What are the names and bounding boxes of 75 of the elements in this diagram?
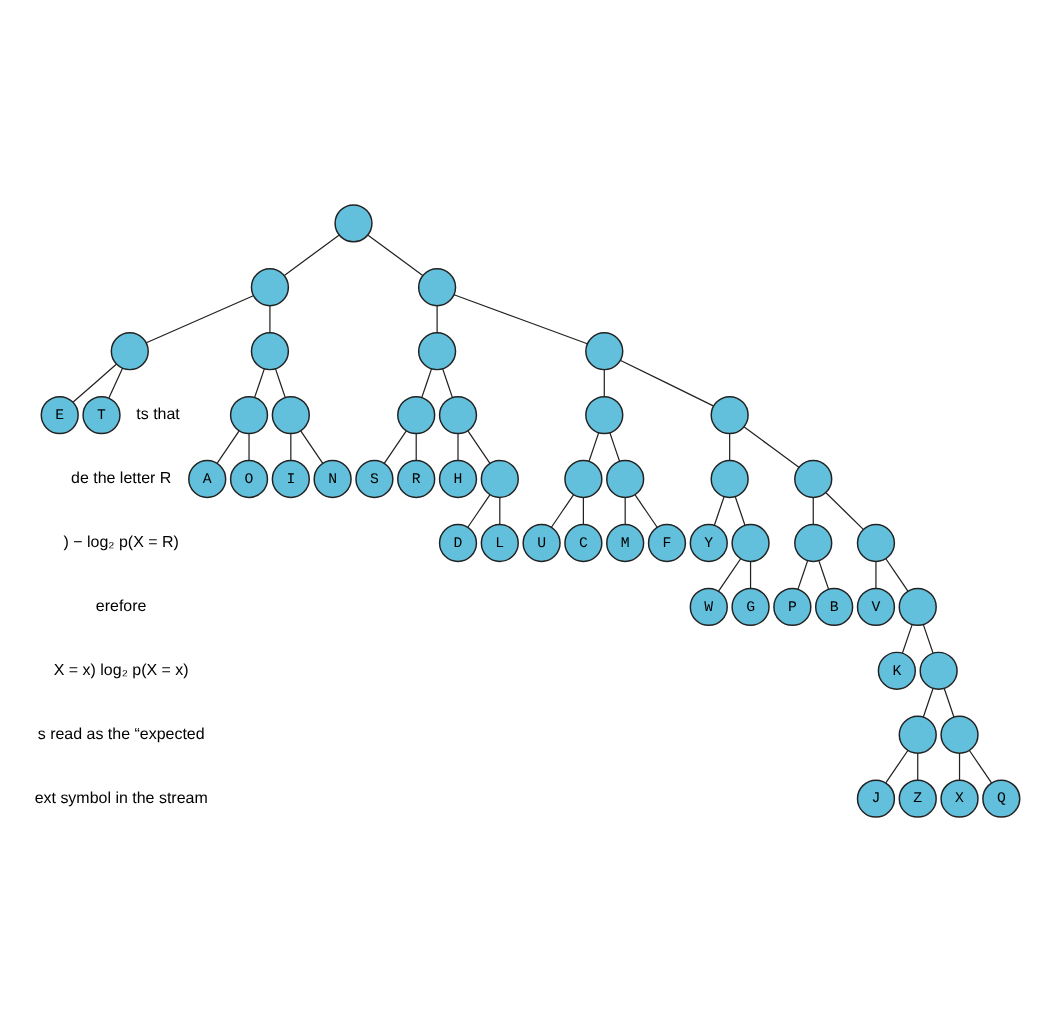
connector — [729, 432, 731, 461]
node-circle — [229, 394, 269, 434]
connector — [603, 368, 605, 397]
node-circle — [585, 394, 624, 434]
connector — [620, 358, 714, 406]
connector — [743, 425, 800, 467]
connector — [749, 560, 752, 588]
connector — [300, 429, 324, 463]
connector — [609, 431, 621, 461]
connector — [968, 748, 993, 783]
connector — [274, 367, 286, 397]
connector — [812, 496, 814, 525]
connector — [885, 748, 909, 783]
node-circle — [564, 458, 603, 498]
connector — [290, 432, 292, 461]
node-circle — [397, 394, 436, 434]
connector — [718, 557, 742, 591]
connector — [885, 557, 909, 591]
connector — [442, 367, 453, 397]
connector — [582, 496, 584, 525]
node-circle — [438, 394, 478, 434]
node-circle — [271, 394, 310, 434]
node-circle — [898, 714, 937, 753]
connector — [415, 432, 417, 461]
connector — [453, 293, 588, 344]
connector — [436, 304, 438, 333]
node-circle — [250, 267, 290, 306]
node-circle — [110, 331, 149, 370]
node-circle — [585, 331, 624, 370]
node-circle — [794, 458, 833, 498]
connector — [588, 431, 600, 461]
node-circle — [794, 522, 833, 562]
node-circle — [710, 458, 749, 498]
node-circle — [417, 267, 457, 306]
connector — [421, 367, 433, 397]
node-circle — [334, 203, 373, 242]
connector — [216, 429, 240, 463]
connector — [248, 432, 250, 461]
connector — [499, 496, 501, 525]
connector — [145, 294, 254, 343]
node-circle — [940, 714, 979, 753]
connector — [72, 362, 117, 402]
connector — [283, 233, 340, 276]
connector — [825, 491, 864, 529]
connector — [713, 495, 725, 525]
connector — [108, 366, 124, 398]
connector — [383, 429, 407, 463]
node-circle — [417, 331, 457, 370]
connector — [958, 751, 961, 780]
connector — [457, 432, 459, 461]
connector — [634, 493, 658, 527]
node-circle — [856, 522, 896, 562]
connector — [624, 496, 626, 525]
connector — [818, 559, 830, 589]
node-circle — [250, 331, 290, 370]
node-circle — [919, 650, 958, 689]
connector — [367, 233, 424, 276]
connector — [254, 367, 265, 397]
connector — [797, 559, 809, 589]
node-circle — [480, 458, 519, 498]
connector — [550, 493, 575, 527]
connector — [467, 493, 491, 527]
connector — [734, 495, 746, 525]
connector — [922, 686, 934, 717]
node-circle — [606, 458, 645, 498]
connector — [922, 622, 934, 653]
connector — [467, 429, 491, 463]
node-circle — [710, 394, 749, 434]
node-circle — [898, 586, 937, 626]
connector — [917, 751, 919, 780]
connector — [269, 304, 271, 333]
connector — [901, 622, 913, 653]
connector — [875, 560, 877, 588]
connector — [943, 686, 955, 717]
node-circle — [731, 522, 770, 562]
